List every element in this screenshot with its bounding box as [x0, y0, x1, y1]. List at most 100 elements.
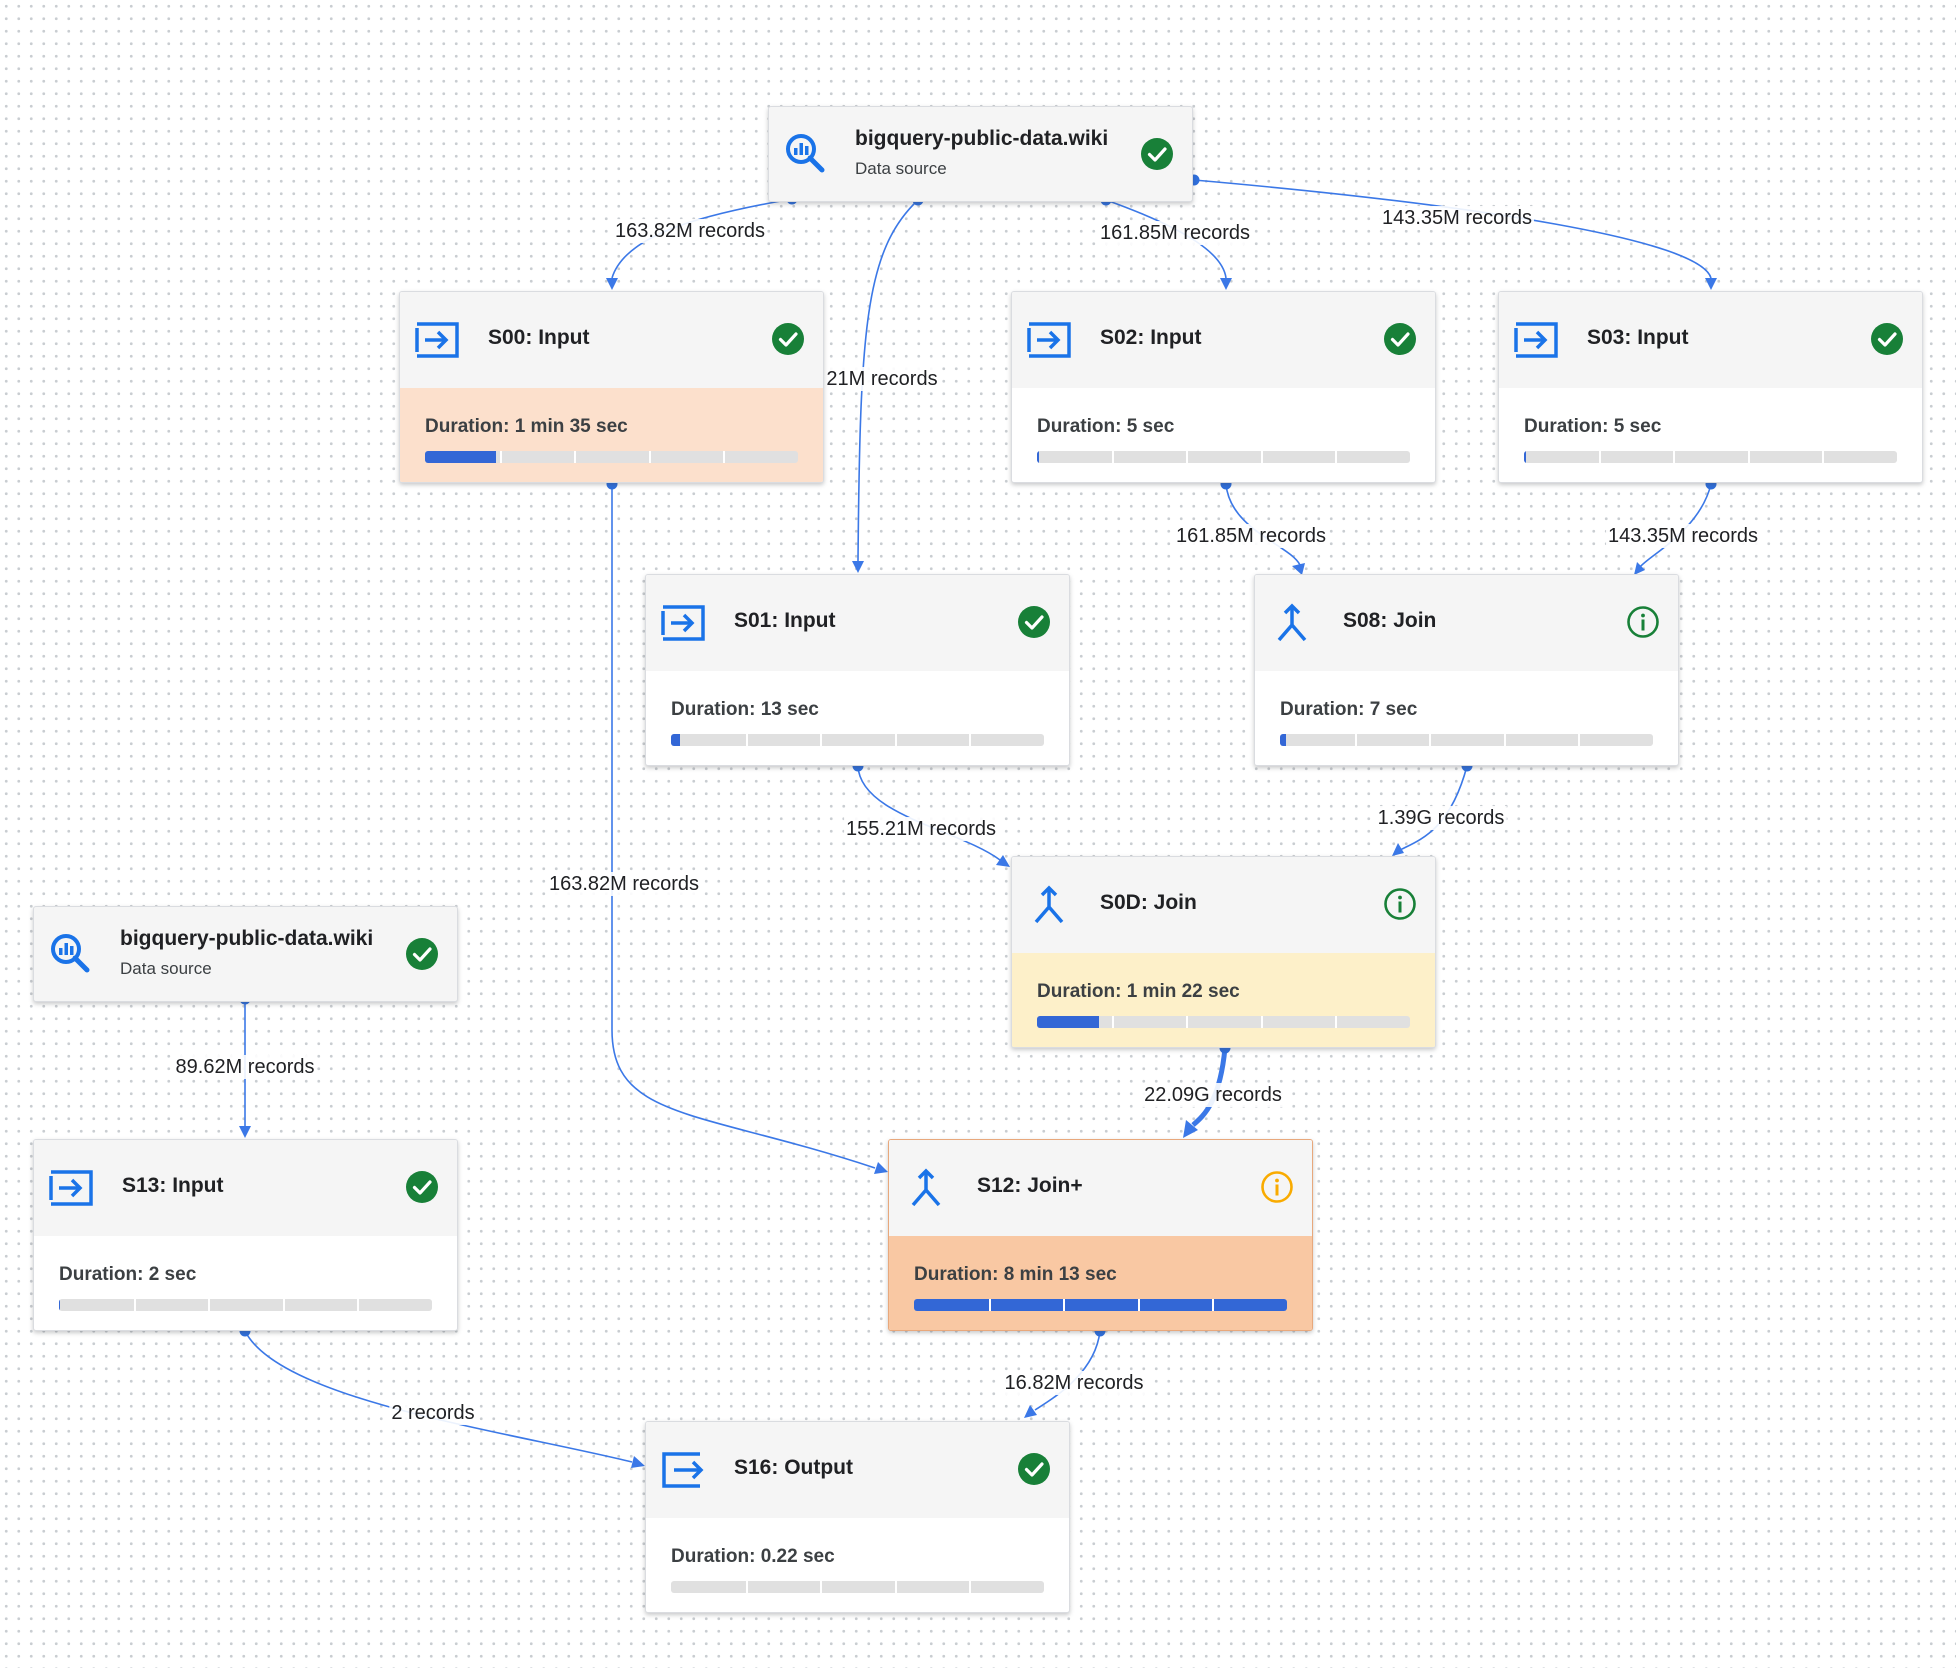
- edge-arrow: [996, 855, 1010, 867]
- duration-progress-bar: [1280, 734, 1653, 746]
- edge-arrow: [631, 1456, 645, 1468]
- edge-ds1-s03[interactable]: [1193, 179, 1712, 279]
- progress-segment-divider: [969, 1581, 972, 1593]
- stage-node-s13[interactable]: S13: Input Duration: 2 sec: [33, 1139, 458, 1331]
- duration-progress-bar: [1037, 1016, 1410, 1028]
- stage-node-s0d[interactable]: S0D: Join Duration: 1 min 22 sec: [1011, 856, 1436, 1048]
- stage-header: S03: Input: [1499, 292, 1922, 388]
- stage-node-s01[interactable]: S01: Input Duration: 13 sec: [645, 574, 1070, 766]
- progress-segment-divider: [894, 1581, 897, 1593]
- stage-duration: Duration: 1 min 22 sec: [1037, 981, 1240, 1002]
- input-arrow-icon: [660, 603, 706, 643]
- edge-label: 16.82M records: [1002, 1371, 1146, 1395]
- stage-duration: Duration: 2 sec: [59, 1264, 197, 1285]
- join-merge-icon: [1269, 603, 1315, 643]
- success-check-icon: [1017, 605, 1051, 639]
- edge-label: 21M records: [824, 367, 940, 391]
- stage-node-s00[interactable]: S00: Input Duration: 1 min 35 sec: [399, 291, 824, 483]
- edge-label: 163.82M records: [612, 219, 768, 243]
- info-icon[interactable]: [1626, 605, 1660, 639]
- progress-segment-divider: [1186, 451, 1189, 463]
- edge-s13-s16[interactable]: [244, 1330, 633, 1463]
- stage-body: Duration: 13 sec: [646, 671, 1069, 765]
- progress-segment-divider: [1673, 451, 1676, 463]
- data-source-node[interactable]: bigquery-public-data.wikip Data source: [33, 906, 458, 1002]
- edge-label: 89.62M records: [173, 1055, 317, 1079]
- data-source-name: bigquery-public-data.wikip: [120, 927, 372, 950]
- stage-header: S02: Input: [1012, 292, 1435, 388]
- progress-segment-divider: [723, 451, 726, 463]
- stage-body: Duration: 1 min 22 sec: [1012, 953, 1435, 1047]
- data-source-subtitle: Data source: [120, 959, 212, 978]
- stage-duration: Duration: 7 sec: [1280, 699, 1418, 720]
- progress-segment-divider: [1503, 734, 1506, 746]
- edge-label: 2 records: [389, 1401, 477, 1425]
- stage-header: S00: Input: [400, 292, 823, 388]
- progress-segment-divider: [1335, 1016, 1338, 1028]
- progress-segment-divider: [745, 734, 748, 746]
- progress-segment-divider: [969, 734, 972, 746]
- input-arrow-icon: [48, 1168, 94, 1208]
- edge-label: 161.85M records: [1173, 524, 1329, 548]
- progress-segment-divider: [1063, 1299, 1066, 1311]
- edge-ds1-s01[interactable]: [857, 199, 919, 562]
- stage-body: Duration: 0.22 sec: [646, 1518, 1069, 1612]
- info-icon[interactable]: [1383, 887, 1417, 921]
- progress-segment-divider: [574, 451, 577, 463]
- progress-segment-divider: [820, 1581, 823, 1593]
- progress-segment-divider: [1212, 1299, 1215, 1311]
- edge-arrow: [1183, 1120, 1198, 1138]
- stage-body: Duration: 5 sec: [1012, 388, 1435, 482]
- input-arrow-icon: [1513, 320, 1559, 360]
- duration-progress-bar: [1524, 451, 1897, 463]
- stage-node-s08[interactable]: S08: Join Duration: 7 sec: [1254, 574, 1679, 766]
- edge-arrow: [1634, 562, 1645, 575]
- stage-node-s03[interactable]: S03: Input Duration: 5 sec: [1498, 291, 1923, 483]
- progress-segment-divider: [1354, 734, 1357, 746]
- success-check-icon: [405, 1170, 439, 1204]
- success-check-icon: [1140, 137, 1174, 171]
- success-check-icon: [1870, 322, 1904, 356]
- stage-duration: Duration: 8 min 13 sec: [914, 1264, 1117, 1285]
- input-arrow-icon: [1026, 320, 1072, 360]
- input-arrow-icon: [414, 320, 460, 360]
- data-source-node[interactable]: bigquery-public-data.wikip Data source: [768, 106, 1193, 202]
- stage-header: S08: Join: [1255, 575, 1678, 671]
- progress-segment-divider: [357, 1299, 360, 1311]
- stage-header: S13: Input: [34, 1140, 457, 1236]
- stage-node-s16[interactable]: S16: Output Duration: 0.22 sec: [645, 1421, 1070, 1613]
- warning-info-icon[interactable]: [1260, 1170, 1294, 1204]
- stage-body: Duration: 7 sec: [1255, 671, 1678, 765]
- stage-title: S16: Output: [734, 1456, 853, 1479]
- progress-segment-divider: [1822, 451, 1825, 463]
- stage-title: S02: Input: [1100, 326, 1202, 349]
- progress-segment-divider: [499, 451, 502, 463]
- progress-segment-divider: [1111, 1016, 1114, 1028]
- bigquery-icon: [783, 131, 827, 175]
- stage-duration: Duration: 1 min 35 sec: [425, 416, 628, 437]
- edge-arrow: [874, 1162, 888, 1174]
- stage-node-s02[interactable]: S02: Input Duration: 5 sec: [1011, 291, 1436, 483]
- edge-arrow: [1220, 278, 1232, 290]
- progress-segment-divider: [820, 734, 823, 746]
- edge-arrow: [606, 278, 618, 290]
- edge-s00-s12[interactable]: [611, 484, 876, 1169]
- stage-title: S0D: Join: [1100, 891, 1197, 914]
- progress-segment-divider: [1578, 734, 1581, 746]
- stage-header: S12: Join+: [889, 1140, 1312, 1236]
- output-arrow-icon: [660, 1450, 706, 1490]
- duration-progress-bar: [1037, 451, 1410, 463]
- edge-label: 143.35M records: [1605, 524, 1761, 548]
- stage-body: Duration: 2 sec: [34, 1236, 457, 1330]
- stage-node-s12[interactable]: S12: Join+ Duration: 8 min 13 sec: [888, 1139, 1313, 1331]
- progress-segment-divider: [1186, 1016, 1189, 1028]
- edge-label: 22.09G records: [1142, 1083, 1284, 1107]
- progress-segment-divider: [1137, 1299, 1140, 1311]
- duration-progress-bar: [671, 1581, 1044, 1593]
- stage-body: Duration: 5 sec: [1499, 388, 1922, 482]
- edge-arrow: [1705, 278, 1717, 290]
- stage-duration: Duration: 5 sec: [1524, 416, 1662, 437]
- edge-s01-s0d[interactable]: [857, 765, 1001, 861]
- duration-progress-bar: [59, 1299, 432, 1311]
